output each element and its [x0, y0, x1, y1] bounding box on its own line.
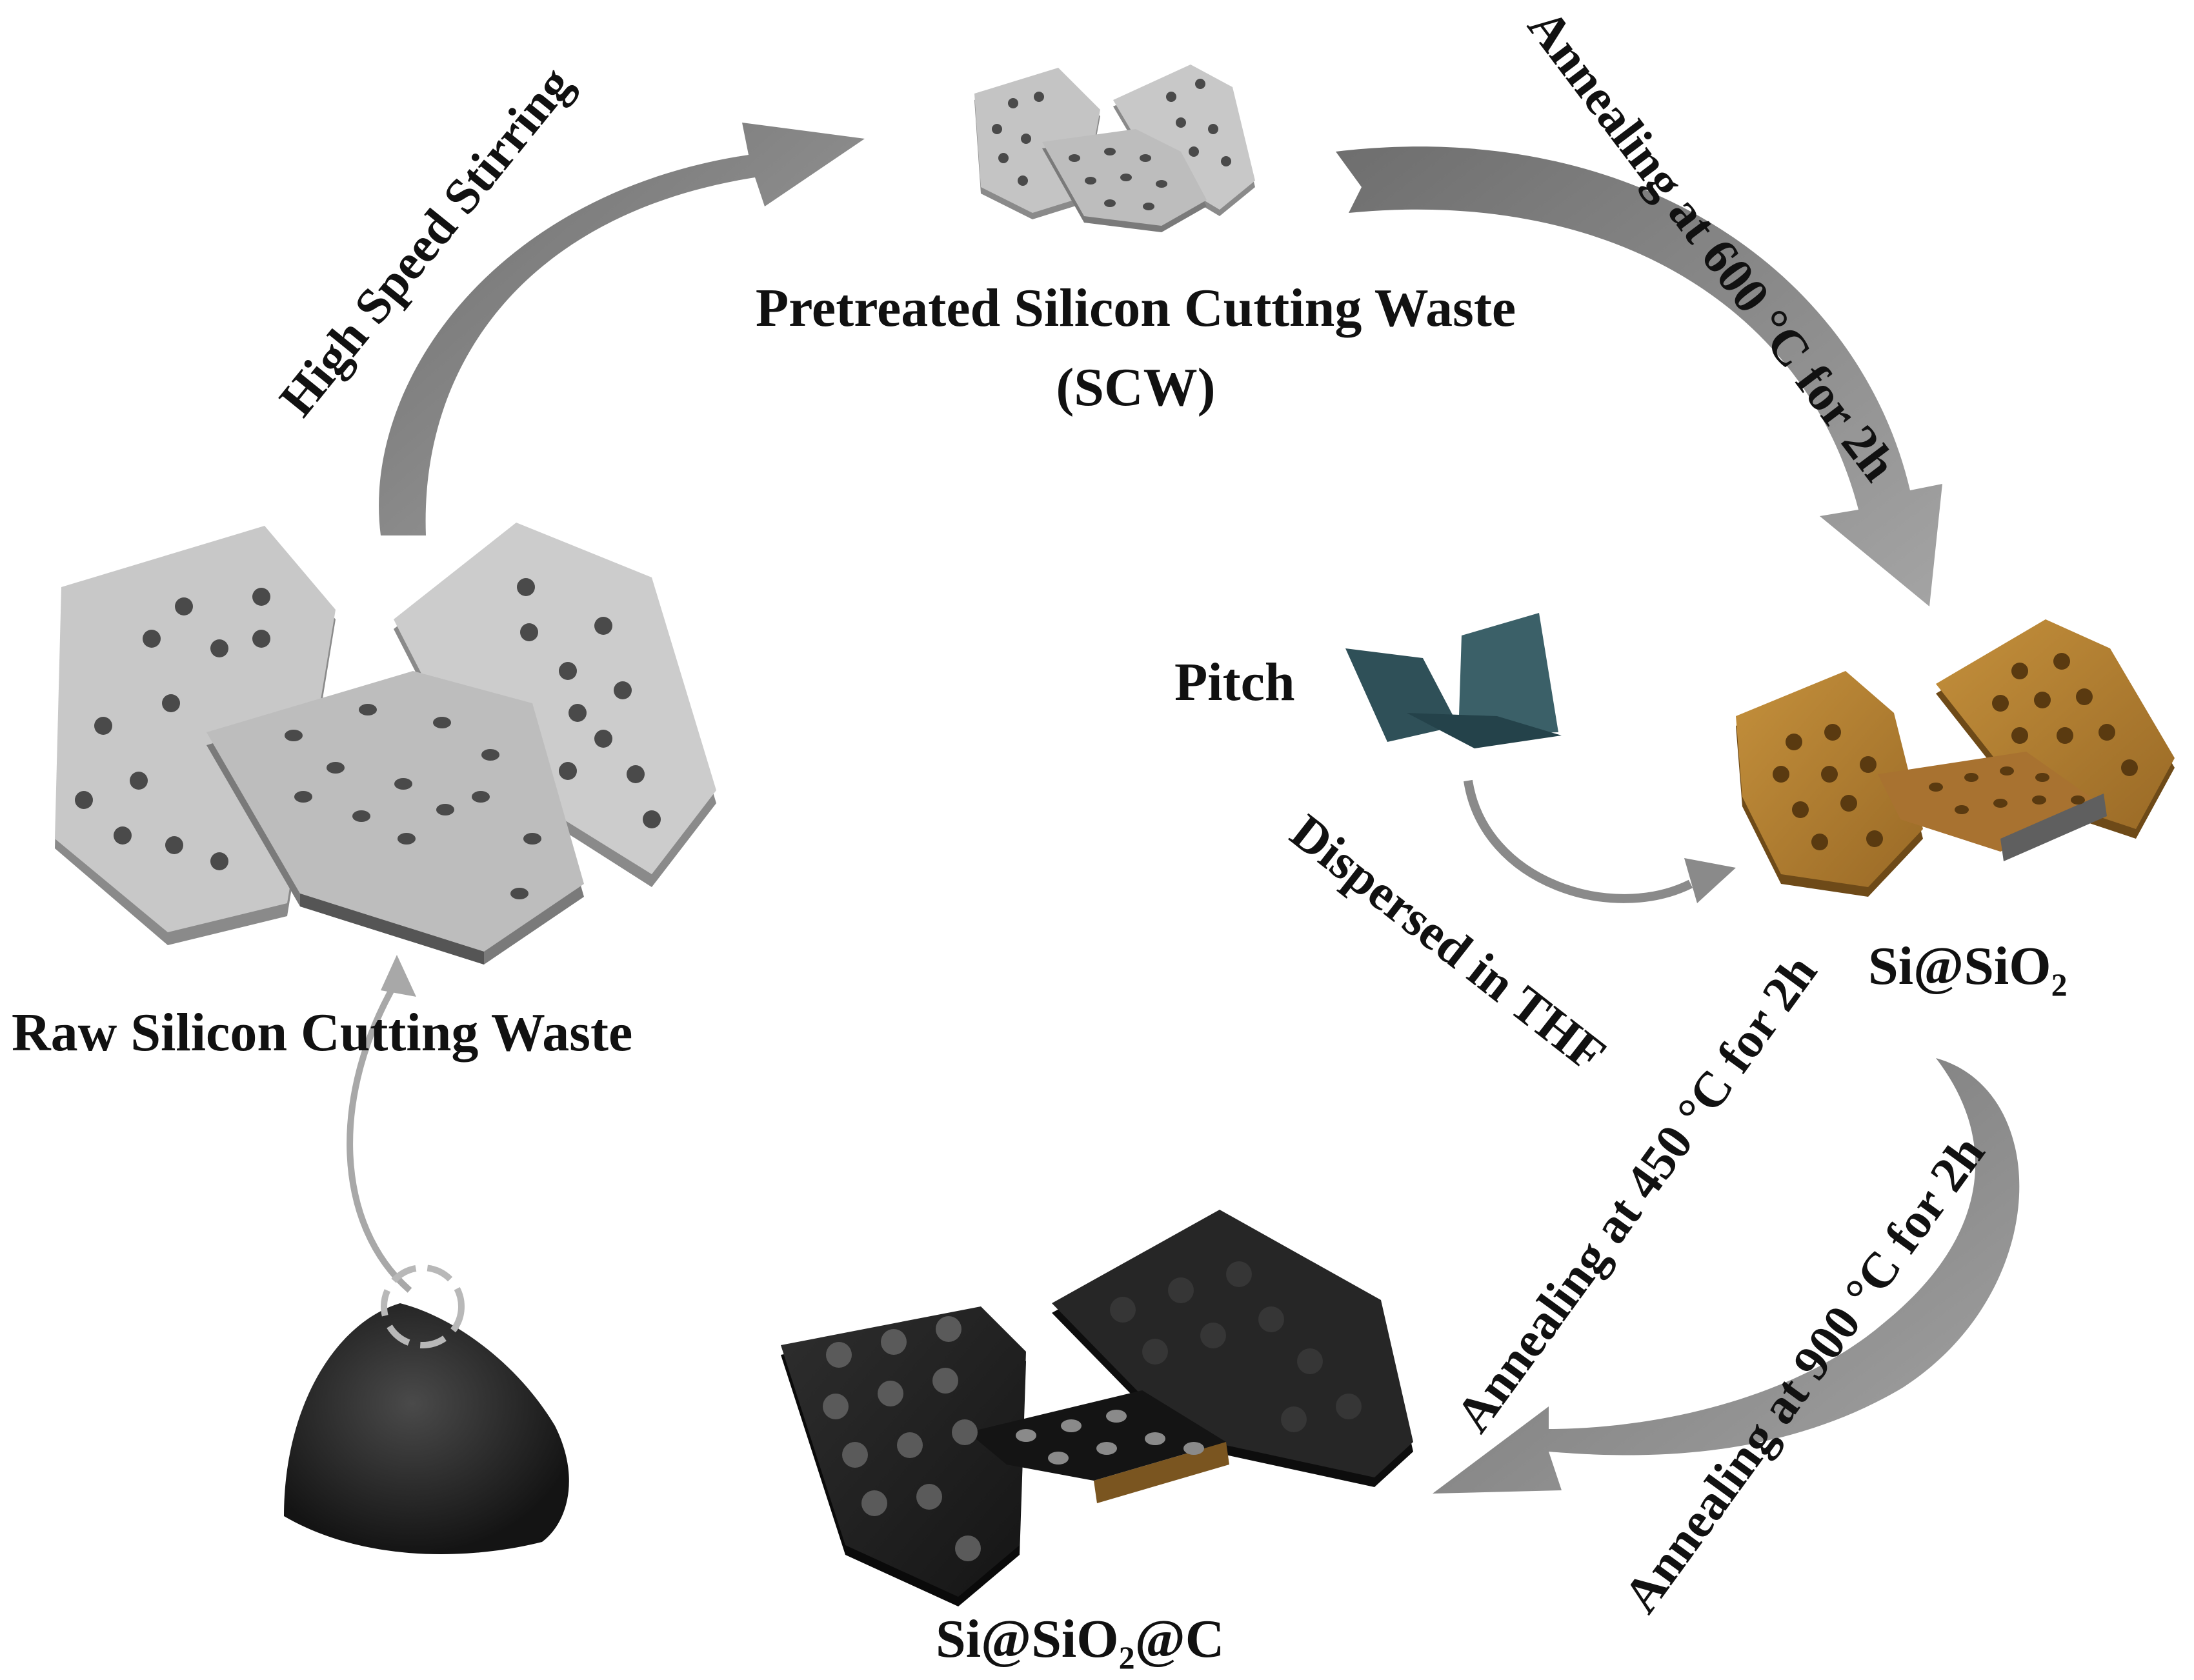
raw-scw-flakes — [55, 523, 716, 965]
pitch-dispersion-arrowhead — [1684, 858, 1736, 903]
raw-scw-label: Raw Silicon Cutting Waste — [12, 1003, 632, 1063]
si-sio2-c-label: Si@SiO2@C — [936, 1609, 1224, 1675]
pitch-label: Pitch — [1174, 652, 1295, 712]
pitch-dispersion-arrow — [1464, 779, 1693, 903]
dispersed-thf-label: Dispersed in THF — [1281, 803, 1616, 1083]
magnify-circle — [381, 1265, 465, 1348]
pretreated-scw-flakes — [974, 65, 1255, 232]
si-sio2-label: Si@SiO2 — [1868, 936, 2068, 1003]
powder-to-raw-arrowhead — [381, 955, 416, 997]
stirring-arrow — [379, 123, 865, 535]
annealing-900-label: Annealing at 900 °C for 2h — [1612, 1125, 1995, 1623]
si-sio2-c-flakes — [781, 1210, 1413, 1606]
annealing-600-arrow — [1336, 146, 1942, 607]
pretreated-label-line2: (SCW) — [1056, 357, 1215, 417]
pretreated-label-line1: Pretreated Silicon Cutting Waste — [756, 278, 1516, 338]
raw-powder-pile — [284, 1265, 569, 1555]
annealing-450-900-arrow — [1433, 1058, 2020, 1494]
si-sio2-flakes — [1736, 619, 2175, 897]
annealing-600-label: Annealing at 600 °C for 2h — [1517, 0, 1907, 491]
powder-to-raw-arrow — [347, 979, 412, 1293]
pitch-sheets — [1345, 613, 1562, 748]
